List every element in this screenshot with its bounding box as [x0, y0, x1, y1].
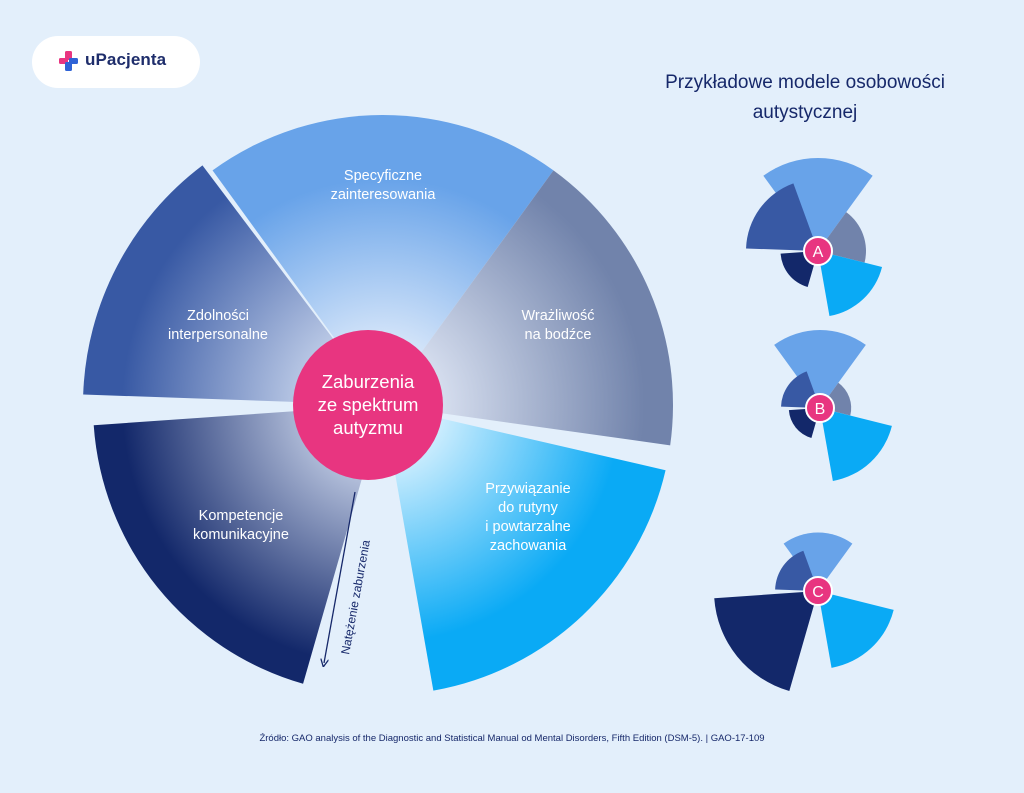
center-label-line-1: Zaburzenia [322, 371, 415, 392]
model-c-segment-interests [783, 532, 853, 591]
source-note: Źródło: GAO analysis of the Diagnostic a… [259, 733, 765, 744]
model-a-segment-routine [818, 251, 883, 316]
model-c-segment-routine [818, 591, 894, 668]
segment-communication-label-line-1: Kompetencje [199, 508, 284, 524]
segment-interpersonal [83, 165, 384, 405]
segment-routine-label-line-4: zachowania [490, 538, 568, 554]
segment-interests-label-line-2: zainteresowania [331, 187, 437, 203]
model-c-badge [803, 576, 833, 606]
model-c-badge-label: C [812, 584, 824, 601]
model-b-segment-interests [774, 330, 866, 408]
brand-logo[interactable]: uPacjenta [32, 36, 200, 88]
center-circle-shape [293, 330, 443, 480]
segment-sensory-label-line-2: na bodźce [525, 327, 592, 343]
center-circle: Zaburzenia ze spektrum autyzmu [293, 330, 443, 480]
segment-routine-label-line-2: do rutyny [498, 500, 558, 516]
segment-sensory [383, 170, 674, 446]
model-b-badge-label: B [815, 401, 826, 418]
model-b: B [774, 330, 892, 481]
segment-interests-label-line-1: Specyficzne [344, 168, 422, 184]
model-a-badge-label: A [813, 244, 824, 261]
models-title: Przykładowe modele osobowości autystyczn… [665, 72, 945, 123]
model-b-segment-routine [820, 408, 892, 481]
model-c: C [714, 532, 894, 691]
segment-communication-label-line-2: komunikacyjne [193, 527, 289, 543]
model-a-segment-interests [763, 158, 873, 251]
brand-name: uPacjenta [85, 50, 167, 69]
center-label-line-3: autyzmu [333, 417, 403, 438]
segment-routine-label-line-3: i powtarzalne [485, 519, 570, 535]
segment-communication [93, 405, 384, 684]
model-a: A [746, 158, 883, 316]
model-b-badge [805, 393, 835, 423]
segment-interpersonal-label-line-2: interpersonalne [168, 327, 268, 343]
segment-sensory-label-line-1: Wrażliwość [521, 308, 594, 324]
model-a-badge [803, 236, 833, 266]
segment-interpersonal-label-line-1: Zdolności [187, 308, 249, 324]
intensity-arrow [324, 491, 356, 663]
center-label-line-2: ze spektrum [318, 394, 419, 415]
model-a-segment-interpersonal [746, 183, 818, 251]
model-c-segment-communication [714, 591, 818, 691]
segment-interests [212, 115, 554, 405]
segment-routine [383, 405, 666, 691]
segment-routine-label-line-1: Przywiązanie [485, 481, 570, 497]
medical-cross-icon [59, 51, 78, 71]
